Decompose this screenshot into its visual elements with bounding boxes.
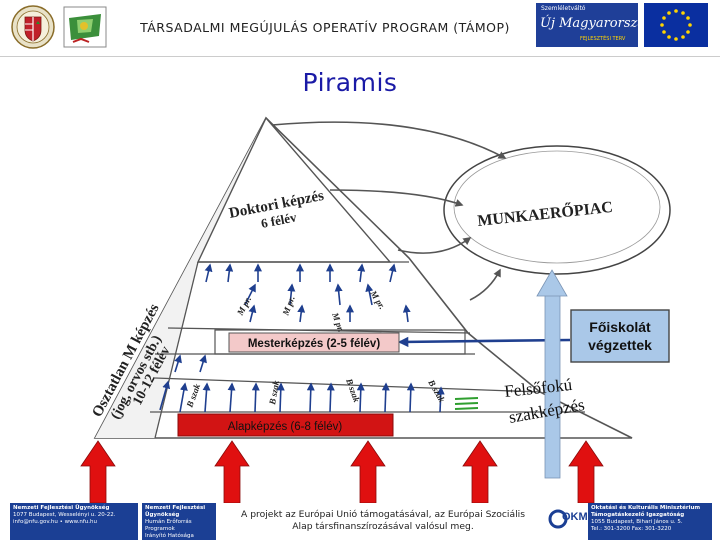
uj-magyarorszag-logo: Szemléletváltó Új Magyarország FEJLESZTÉ…	[536, 3, 653, 47]
eu-flag-icon	[644, 3, 708, 47]
footer-hep-block: Nemzeti Fejlesztési Ügynökség Humán Erőf…	[142, 503, 216, 540]
red-input-arrows	[80, 440, 604, 504]
brand-small-text: Szemléletváltó	[541, 5, 586, 12]
arrow-top-to-labour	[271, 121, 507, 159]
arrow-side-to-labour	[469, 268, 501, 301]
okm-logo-text: OKM	[562, 511, 588, 523]
arrow-lower-to-labour	[397, 237, 472, 254]
college-box	[570, 309, 670, 363]
program-title: TÁRSADALMI MEGÚJULÁS OPERATÍV PROGRAM (T…	[140, 20, 510, 35]
college-label-line-2: végzettek	[588, 337, 652, 353]
brand-main-text: Új Magyarország	[540, 16, 654, 31]
footer-eu-statement: A projekt az Európai Unió támogatásával,…	[218, 509, 548, 532]
bachelor-red-bar	[177, 413, 394, 437]
footer-okm-line-1: Oktatási és Kulturális Minisztérium	[591, 505, 701, 511]
footer-okm-line-2: Támogatáskezelő Igazgatóság	[591, 512, 685, 518]
header-divider	[0, 56, 720, 57]
university-seal-icon	[63, 6, 107, 48]
b-program-label: B szak	[267, 379, 281, 406]
masters-label-box	[228, 332, 400, 353]
labour-market-ellipse	[443, 145, 671, 275]
footer-hep-line-4: Irányító Hatósága	[145, 533, 194, 539]
footer-hep-line-2: Ügynökség	[145, 512, 180, 518]
arrow-mid-to-labour	[329, 189, 464, 207]
masters-label: Mesterképzés (2-5 félév)	[248, 338, 380, 350]
brand-sub-text: FEJLESZTÉSI TERV	[580, 36, 626, 42]
pyramid-left-face	[95, 118, 266, 438]
footer-nfu-block: Nemzeti Fejlesztési Ügynökség 1077 Budap…	[10, 503, 138, 540]
labour-market-inner-ellipse	[453, 150, 661, 264]
footer-okm-line-3: 1055 Budapest, Bihari János u. 5.	[591, 519, 683, 525]
undivided-boundary	[154, 261, 199, 439]
okm-logo-mark	[548, 509, 568, 529]
footer-hep-line-1: Nemzeti Fejlesztési	[145, 505, 206, 511]
footer-statement-line-2: Alap társfinanszírozásával valósul meg.	[292, 520, 474, 532]
footer-okm-block: Oktatási és Kulturális Minisztérium Támo…	[588, 503, 712, 540]
footer-nfu-address: 1077 Budapest, Wesselényi u. 20-22.	[13, 512, 116, 518]
college-label-line-1: Főiskolát	[589, 319, 651, 335]
footer-okm-line-4: Tel.: 301-3200 Fax: 301-3220	[591, 526, 672, 532]
footer-statement-line-1: A projekt az Európai Unió támogatásával,…	[241, 509, 525, 520]
masters-box-outline	[214, 329, 466, 355]
college-up-arrow-head	[536, 269, 568, 297]
footer-hep-line-3: Humán Erőforrás Programok	[145, 519, 192, 532]
tier-line-4	[154, 377, 541, 393]
page-title: Piramis	[302, 68, 398, 97]
coat-of-arms-icon	[11, 5, 55, 49]
doctoral-label-line-2: 6 félév	[260, 209, 298, 231]
footer-nfu-contact: info@nfu.gov.hu • www.nfu.hu	[13, 519, 97, 525]
footer-nfu-name: Nemzeti Fejlesztési Ügynökség	[13, 505, 110, 511]
bachelor-label: Alapképzés (6-8 félév)	[228, 421, 343, 433]
okm-logo: OKM	[548, 506, 588, 536]
college-to-masters-arrow	[397, 336, 571, 348]
